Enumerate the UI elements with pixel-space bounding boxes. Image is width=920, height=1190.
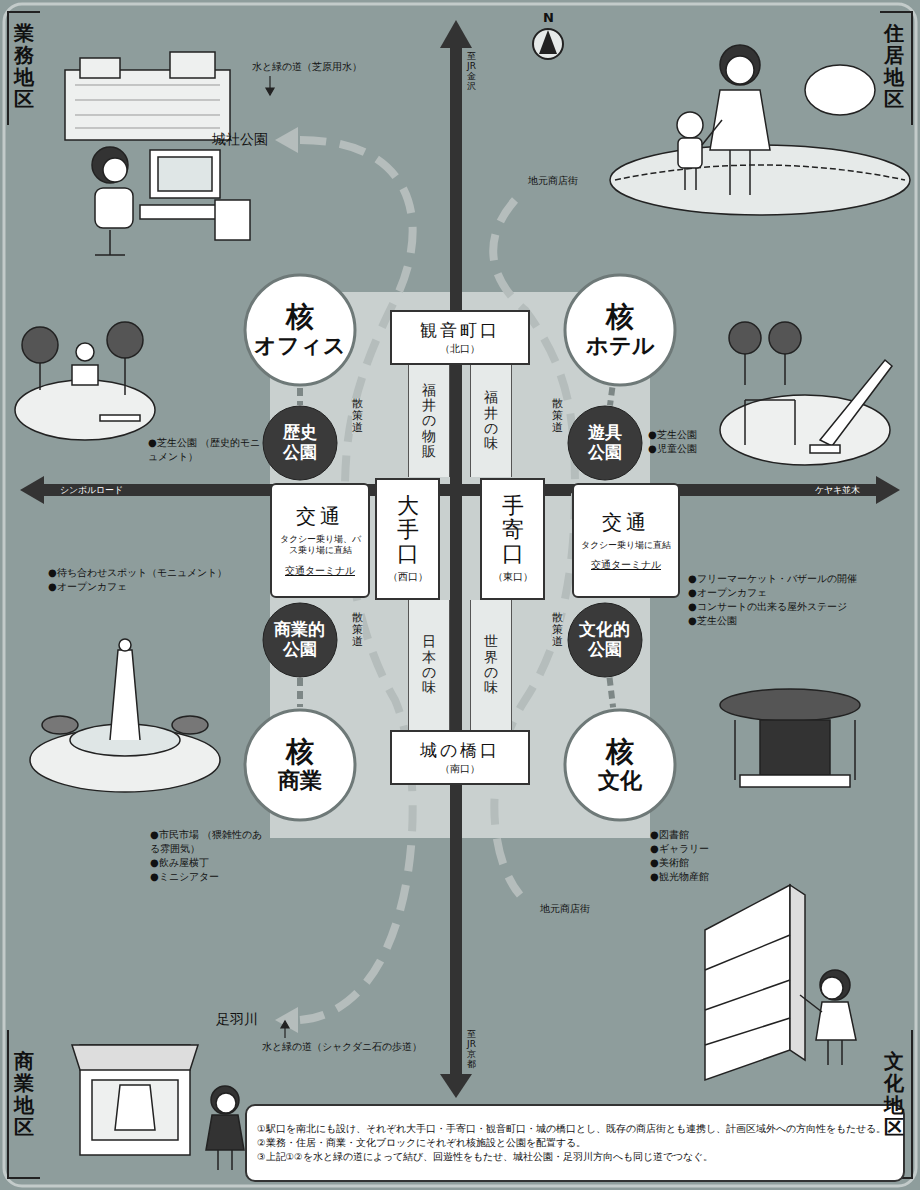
map-label: ●コンサートの出来る屋外ステージ — [688, 600, 847, 614]
node-text: （東口） — [493, 570, 533, 584]
node-title: 福井の味 — [484, 390, 498, 452]
map-label: ●芝生公園 （歴史的モニュメント） — [148, 436, 260, 463]
gate-box: 手寄口 （東口） — [480, 478, 545, 600]
map-label: ●飲み屋横丁 — [150, 856, 209, 870]
map-label: ●オープンカフェ — [48, 580, 127, 594]
node-title: 遊具公園 — [586, 423, 623, 462]
park-circle: 商業的公園 — [262, 602, 338, 678]
node-title: 世界の味 — [484, 634, 498, 696]
node-text: 文化 — [598, 768, 642, 793]
gate-box: 城の橋口（南口） — [390, 730, 530, 785]
node-title: 核 — [286, 301, 314, 333]
walkway-connector — [297, 388, 303, 405]
map-label: ●フリーマーケット・バザールの開催 — [688, 572, 857, 586]
map-label: 地元商店街 — [526, 174, 580, 188]
node-title: 日本の味 — [422, 634, 436, 696]
node-title: 歴史公園 — [281, 423, 318, 462]
node-text: ホテル — [586, 333, 655, 358]
map-label: ●市民市場 （猥雑性のある雰囲気） — [150, 828, 265, 855]
node-title: 城の橋口 — [420, 739, 500, 762]
node-text: タクシー乗り場に直結 — [581, 540, 671, 551]
node-text: 商業 — [278, 768, 322, 793]
transit-box: 交通タクシー乗り場に直結交通ターミナル — [572, 483, 680, 598]
park-circle: 遊具公園 — [567, 405, 643, 481]
map-label: ●ギャラリー — [650, 842, 709, 856]
map-label: 水と緑の道（芝原用水） — [252, 60, 362, 74]
node-text: 交通ターミナル — [591, 558, 661, 572]
core-circle: 核オフィス — [242, 272, 358, 388]
district-label: 文化地区 — [884, 1050, 904, 1138]
map-label: ●オープンカフェ — [688, 586, 767, 600]
node-title: 観音町口 — [420, 319, 500, 342]
core-circle: 核ホテル — [562, 272, 678, 388]
walkway-connector — [297, 678, 303, 707]
map-label: ●図書館 — [650, 828, 689, 842]
node-text: 交通ターミナル — [285, 564, 355, 578]
node-title: 文化的公園 — [578, 620, 632, 659]
shop-band: 福井の味 — [470, 365, 512, 477]
node-title: 核 — [286, 736, 314, 768]
district-label: 商業地区 — [14, 1050, 34, 1138]
node-title: 大手口 — [397, 494, 419, 567]
node-title: 福井の物販 — [422, 383, 436, 460]
road-label: ケヤキ並木 — [815, 484, 860, 496]
map-label: 散策道 — [352, 398, 363, 434]
core-circle: 核文化 — [562, 707, 678, 823]
map-label: 城社公園 — [212, 131, 268, 149]
transit-box: 交通タクシー乗り場、バス乗り場に直結交通ターミナル — [270, 483, 370, 598]
shop-band: 世界の味 — [470, 600, 512, 730]
node-title: 手寄口 — [502, 494, 524, 567]
note-box: ①駅口を南北にも設け、それぞれ大手口・手寄口・観音町口・城の橋口とし、既存の商店… — [245, 1104, 905, 1182]
node-title: 核 — [606, 301, 634, 333]
gate-box: 観音町口（北口） — [390, 310, 530, 365]
park-circle: 文化的公園 — [567, 602, 643, 678]
map-label: ●待ち合わせスポット（モニュメント） — [48, 566, 227, 580]
node-title: 交通 — [602, 509, 650, 536]
map-label: N — [543, 10, 554, 25]
map-label: ●芝生公園 — [648, 428, 697, 442]
node-text: （西口） — [388, 570, 428, 584]
map-label: ●芝生公園 — [688, 614, 737, 628]
map-label: 水と緑の道（シャクダニ石の歩道） — [262, 1040, 422, 1054]
node-title: 交通 — [296, 503, 344, 530]
gate-box: 大手口 （西口） — [375, 478, 440, 600]
road-label: シンボルロード — [60, 484, 123, 496]
map-label: 散策道 — [552, 612, 563, 648]
park-circle: 歴史公園 — [262, 405, 338, 481]
node-title: ①駅口を南北にも設け、それぞれ大手口・手寄口・観音町口・城の橋口とし、既存の商店… — [257, 1122, 886, 1136]
node-text: ③上記①②を水と緑の道によって結び、回遊性をもたせ、城社公園・足羽川方向へも同じ… — [257, 1150, 713, 1164]
shop-band: 日本の味 — [408, 600, 450, 730]
map-label: 散策道 — [352, 612, 363, 648]
district-label: 業務地区 — [14, 22, 34, 110]
node-text: ②業務・住居・商業・文化ブロックにそれぞれ核施設と公園を配置する。 — [257, 1136, 586, 1150]
map-label: 至JR金沢 — [467, 52, 476, 92]
node-title: 核 — [606, 736, 634, 768]
map-label: 地元商店街 — [538, 902, 592, 916]
walkway-connector — [610, 387, 612, 405]
map-label: ●美術館 — [650, 856, 689, 870]
map-label: 散策道 — [552, 398, 563, 434]
district-label: 住居地区 — [884, 22, 904, 110]
node-text: タクシー乗り場、バス乗り場に直結 — [276, 534, 364, 556]
map-label: 足羽川 — [216, 1011, 258, 1029]
node-text: （南口） — [440, 762, 480, 776]
core-circle: 核商業 — [242, 707, 358, 823]
walkway-connector — [610, 678, 614, 708]
shop-band: 福井の物販 — [408, 365, 450, 477]
node-text: （北口） — [440, 342, 480, 356]
map-label: ●児童公園 — [648, 442, 697, 456]
map-label: ●ミニシアター — [150, 870, 219, 884]
map-label: ●観光物産館 — [650, 870, 709, 884]
node-text: オフィス — [254, 333, 346, 358]
node-title: 商業的公園 — [273, 620, 327, 659]
map-label: 至JR京都 — [467, 1030, 476, 1070]
